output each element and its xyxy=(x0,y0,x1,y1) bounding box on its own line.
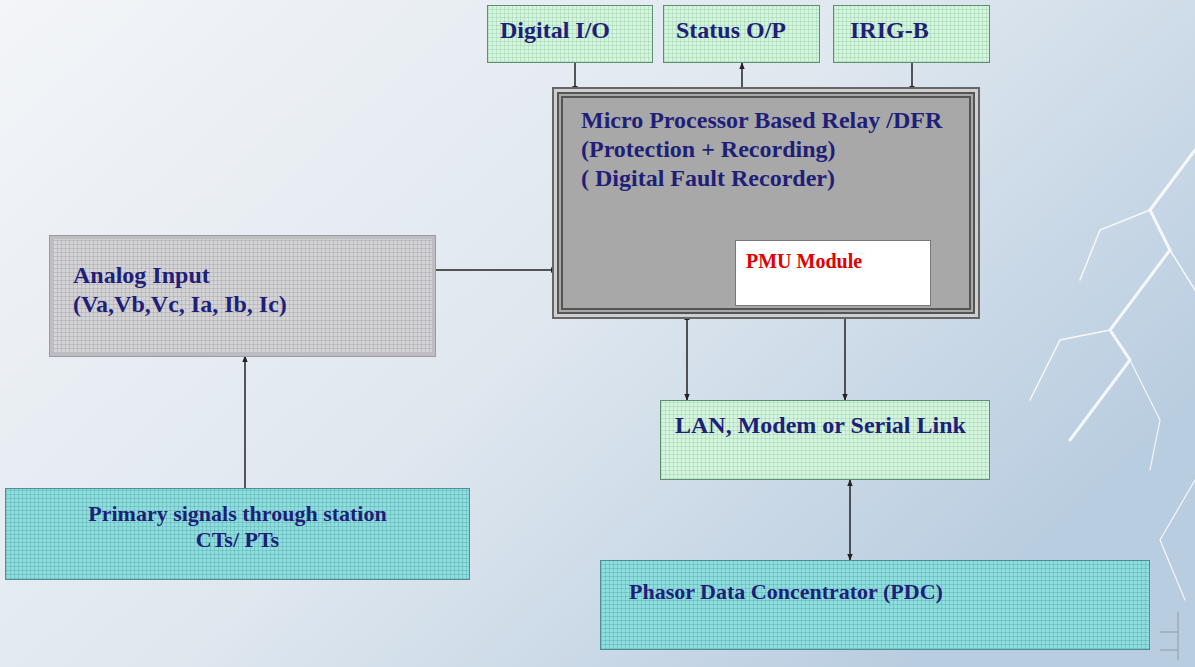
pdc-box: Phasor Data Concentrator (PDC) xyxy=(600,560,1150,650)
connector-arrow xyxy=(911,63,913,92)
lightning xyxy=(1030,150,1195,600)
pmu-module: PMU Module xyxy=(735,240,931,306)
box-text: PMU Module xyxy=(746,249,920,273)
box-text: LAN, Modem or Serial Link xyxy=(675,411,975,440)
connector-arrow xyxy=(849,480,851,560)
box-text: Micro Processor Based Relay /DFR xyxy=(581,106,951,135)
box-text: ( Digital Fault Recorder) xyxy=(581,164,951,193)
box-text: Phasor Data Concentrator (PDC) xyxy=(629,579,1121,605)
connector-arrow xyxy=(435,269,557,271)
connector-arrow xyxy=(686,314,688,400)
connector-arrow xyxy=(574,63,576,92)
box-text: Digital I/O xyxy=(500,16,640,45)
link-box: LAN, Modem or Serial Link xyxy=(660,400,990,480)
box-text: Primary signals through station CTs/ PTs xyxy=(66,501,409,554)
box-text: Analog Input xyxy=(73,261,412,290)
connector-arrow xyxy=(741,63,743,92)
corner-marks xyxy=(1160,612,1178,660)
box-text: Status O/P xyxy=(676,16,807,45)
box-text: IRIG-B xyxy=(850,16,973,45)
connector-arrow xyxy=(244,356,246,488)
time-sync-box: IRIG-B xyxy=(833,5,990,63)
relay-box: Micro Processor Based Relay /DFR(Protect… xyxy=(557,92,975,314)
box-text: (Protection + Recording) xyxy=(581,135,951,164)
output-box: Status O/P xyxy=(663,5,820,63)
analog-input-box: Analog Input(Va,Vb,Vc, Ia, Ib, Ic) xyxy=(50,236,435,356)
box-text: (Va,Vb,Vc, Ia, Ib, Ic) xyxy=(73,290,412,319)
input-box: Digital I/O xyxy=(487,5,653,63)
connector-arrow xyxy=(844,306,846,400)
source-box: Primary signals through station CTs/ PTs xyxy=(5,488,470,580)
